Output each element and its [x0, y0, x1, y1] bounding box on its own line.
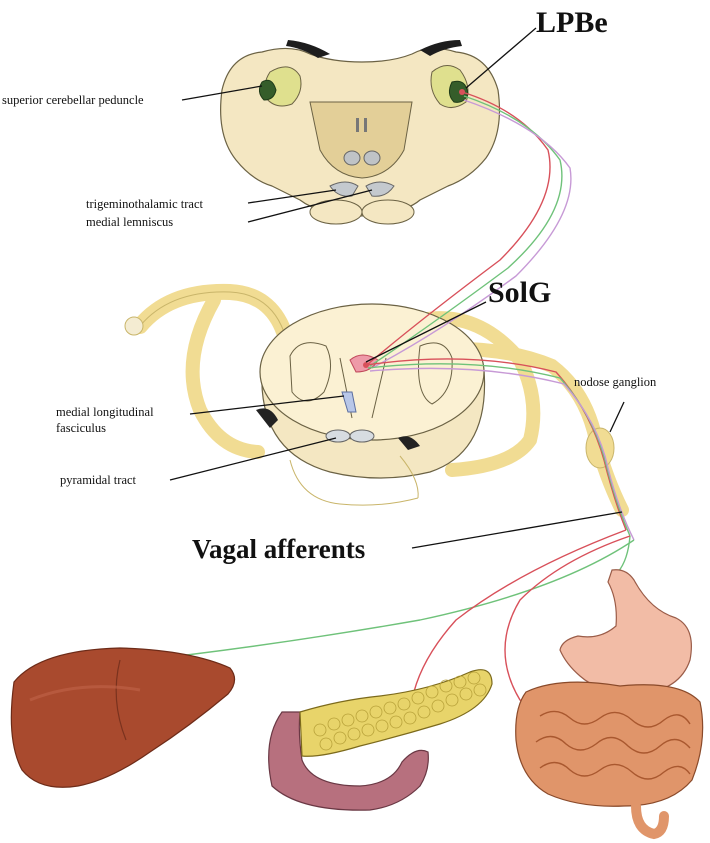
- label-medial-lemniscus: medial lemniscus: [86, 215, 173, 229]
- label-trigeminothalamic-tract: trigeminothalamic tract: [86, 197, 203, 211]
- labels: LPBe superior cerebellar peduncle trigem…: [2, 6, 657, 564]
- label-pyramidal-tract: pyramidal tract: [60, 473, 137, 487]
- label-superior-cerebellar-peduncle: superior cerebellar peduncle: [2, 93, 144, 107]
- label-mlf-line1: medial longitudinal: [56, 405, 154, 419]
- label-nodose-ganglion: nodose ganglion: [574, 375, 657, 389]
- stomach-intestine-illustration: [515, 569, 704, 840]
- label-lpbe: LPBe: [536, 6, 608, 39]
- label-solg: SolG: [488, 276, 551, 309]
- label-vagal-afferents: Vagal afferents: [192, 534, 365, 564]
- leader-lines: [169, 27, 625, 549]
- label-mlf-line2: fasciculus: [56, 421, 106, 435]
- liver-illustration: [10, 647, 236, 788]
- pons-section: [220, 40, 501, 225]
- medulla-section: [124, 283, 629, 517]
- pancreas-illustration: [268, 669, 493, 811]
